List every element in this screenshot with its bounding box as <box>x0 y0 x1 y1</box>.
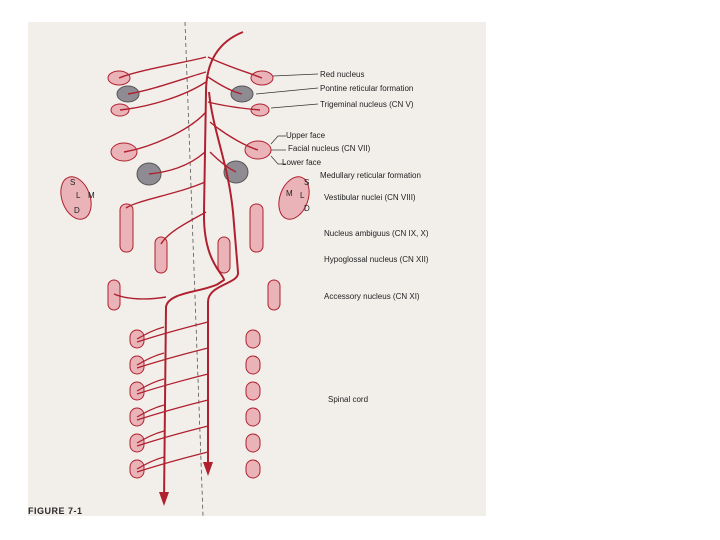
accessory-nucleus-right <box>268 280 280 310</box>
spinal-branches <box>137 322 208 472</box>
vestibular-right-l: L <box>300 192 304 200</box>
vestibular-right-s: S <box>304 179 309 187</box>
label-ambiguus: Nucleus ambiguus (CN IX, X) <box>324 230 428 238</box>
facial-nucleus-right <box>245 141 271 159</box>
label-lower-face: Lower face <box>282 159 321 167</box>
label-facial: Facial nucleus (CN VII) <box>288 145 370 153</box>
label-trigeminal: Trigeminal nucleus (CN V) <box>320 101 414 109</box>
vestibular-right-m: M <box>286 190 293 198</box>
vestibular-right-d: D <box>304 205 310 213</box>
label-pontine-reticular: Pontine reticular formation <box>320 85 413 93</box>
spinal-pools-left <box>130 330 144 478</box>
corticobulbar-tracts <box>164 32 243 502</box>
label-spinal-cord: Spinal cord <box>328 396 368 404</box>
label-hypoglossal: Hypoglossal nucleus (CN XII) <box>324 256 428 264</box>
corticobulbar-diagram: Red nucleus Pontine reticular formation … <box>28 22 486 516</box>
spinal-pools-right <box>246 330 260 478</box>
label-upper-face: Upper face <box>286 132 325 140</box>
nucleus-ambiguus-right <box>250 204 263 252</box>
vestibular-left-m: M <box>88 192 95 200</box>
hypoglossal-nucleus-right <box>218 237 230 273</box>
left-tract-arrow <box>159 492 169 506</box>
nucleus-ambiguus-left <box>120 204 133 252</box>
right-tract-arrow <box>203 462 213 476</box>
hypoglossal-nucleus-left <box>155 237 167 273</box>
vestibular-left-l: L <box>76 192 80 200</box>
tract-diagram-svg <box>28 22 486 516</box>
label-red-nucleus: Red nucleus <box>320 71 364 79</box>
vestibular-left-d: D <box>74 207 80 215</box>
label-vestibular: Vestibular nuclei (CN VIII) <box>324 194 416 202</box>
figure-caption: FIGURE 7-1 <box>28 506 83 516</box>
vestibular-left-s: S <box>70 179 75 187</box>
label-medullary-reticular: Medullary reticular formation <box>320 172 421 180</box>
midline <box>185 22 203 516</box>
label-accessory: Accessory nucleus (CN XI) <box>324 293 420 301</box>
